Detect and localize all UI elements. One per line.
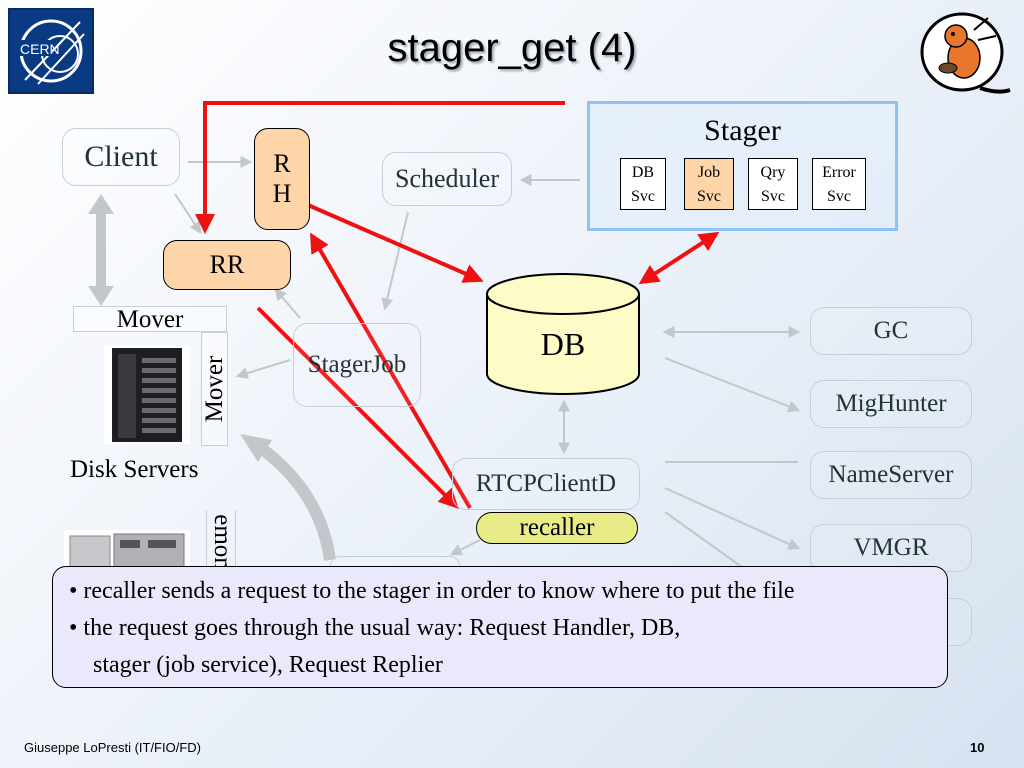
- client-label: Client: [84, 140, 158, 173]
- tape-library-image: [64, 530, 190, 571]
- caption-bullet-2: • the request goes through the usual way…: [69, 615, 681, 641]
- vmgr-label: VMGR: [853, 534, 929, 561]
- daemon-partial-node: emon: [206, 510, 236, 570]
- stagerjob-label: StagerJob: [307, 351, 407, 378]
- vmgr-node: VMGR: [810, 524, 972, 572]
- job-svc-line2: Svc: [697, 188, 721, 205]
- request-replier-node: RR: [163, 240, 291, 290]
- disk-server-image: [102, 344, 192, 446]
- stager-label: Stager: [704, 114, 781, 147]
- scheduler-label: Scheduler: [395, 164, 499, 193]
- daemon-partial-label: emon: [209, 514, 236, 570]
- slide-title: stager_get (4): [387, 26, 637, 70]
- db-svc-line2: Svc: [631, 188, 655, 205]
- curved-arrow: [254, 441, 336, 561]
- error-svc-line2: Svc: [827, 188, 851, 205]
- db-svc-line1: DB: [631, 164, 655, 181]
- recaller-label: recaller: [519, 514, 595, 541]
- request-flow-arrows: [195, 101, 720, 510]
- faded-connections: [174, 156, 801, 581]
- gc-label: GC: [873, 317, 909, 344]
- page-number: 10: [970, 740, 985, 755]
- nameserver-label: NameServer: [828, 461, 954, 488]
- rr-label: RR: [209, 250, 245, 279]
- db-svc-box: DB Svc: [620, 158, 666, 210]
- gc-node: GC: [810, 307, 972, 355]
- beaver-icon: [920, 12, 1011, 94]
- error-svc-box: Error Svc: [812, 158, 866, 210]
- db-label: DB: [540, 326, 586, 362]
- rtcpclientd-node: RTCPClientD: [452, 458, 640, 510]
- database-cylinder-icon: [486, 273, 640, 395]
- caption-bullet-1: • recaller sends a request to the stager…: [69, 578, 795, 604]
- mover-vertical-node: Mover: [201, 332, 228, 446]
- tape-library-icon: [64, 530, 190, 571]
- error-svc-line1: Error: [822, 164, 856, 181]
- rtcpclientd-label: RTCPClientD: [475, 470, 617, 497]
- cern-logo-icon: CERN: [18, 19, 85, 85]
- mighunter-node: MigHunter: [810, 380, 972, 428]
- nameserver-node: NameServer: [810, 451, 972, 499]
- client-node: Client: [62, 128, 180, 186]
- disk-servers-label: Disk Servers: [70, 456, 199, 483]
- stager-group: Stager DB Svc Job Svc Qry Svc Error Svc: [587, 101, 898, 231]
- footer-author: Giuseppe LoPresti (IT/FIO/FD): [24, 740, 201, 755]
- job-svc-line1: Job: [697, 164, 721, 181]
- cern-logo: CERN: [8, 8, 94, 94]
- rh-label-line2: H: [272, 179, 292, 208]
- client-mover-thick-arrow: [88, 194, 114, 306]
- server-rack-icon: [104, 346, 190, 444]
- caption-box: • recaller sends a request to the stager…: [52, 566, 948, 688]
- castor-logo: [918, 10, 1014, 96]
- qry-svc-box: Qry Svc: [748, 158, 798, 210]
- stagerjob-node: StagerJob: [293, 323, 421, 407]
- scheduler-node: Scheduler: [382, 152, 512, 206]
- recaller-node: recaller: [476, 512, 638, 544]
- caption-bullet-2-cont: stager (job service), Request Replier: [93, 652, 443, 678]
- request-handler-node: R H: [254, 128, 310, 230]
- qry-svc-line1: Qry: [760, 164, 786, 181]
- mover-top-label: Mover: [73, 306, 227, 333]
- qry-svc-line2: Svc: [761, 188, 785, 205]
- mover-vertical-label: Mover: [201, 355, 228, 423]
- mighunter-label: MigHunter: [835, 390, 947, 417]
- database-node: DB: [484, 272, 642, 396]
- job-svc-box: Job Svc: [684, 158, 734, 210]
- rh-label-line1: R: [273, 149, 291, 178]
- svg-text:CERN: CERN: [20, 41, 60, 57]
